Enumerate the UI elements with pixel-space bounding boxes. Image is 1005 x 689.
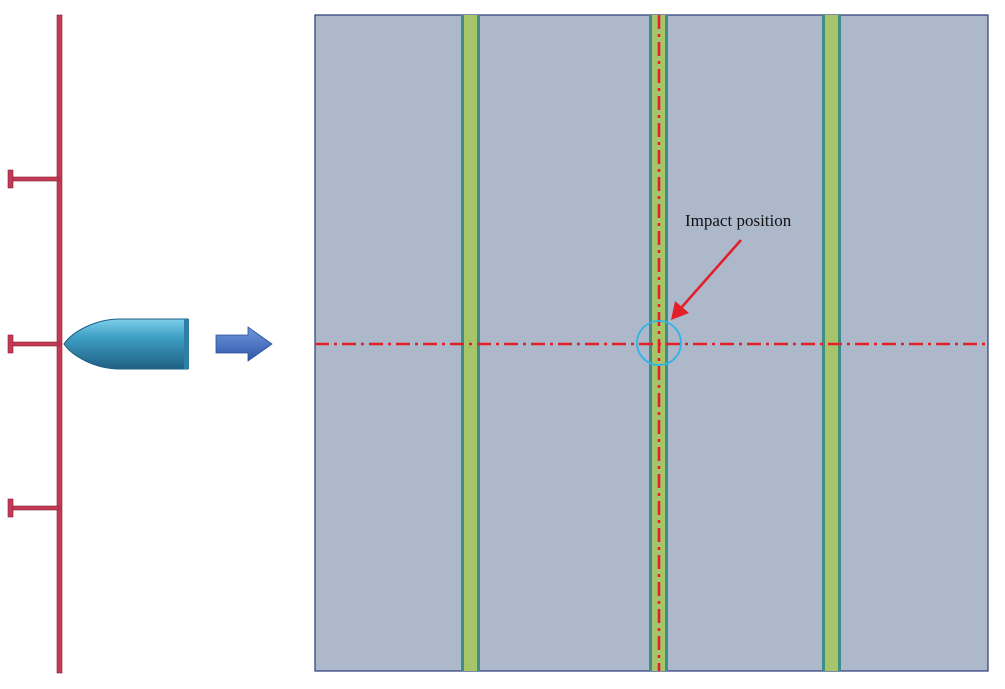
impact-pointer-arrow	[671, 239, 742, 320]
right-block-arrow-icon	[215, 326, 273, 362]
plate-front-view: Impact position	[314, 14, 990, 672]
plate-cross-section	[7, 14, 63, 674]
stiffener-section-bottom	[7, 498, 60, 518]
stiffener-section-top	[7, 169, 60, 189]
impact-position-label: Impact position	[685, 211, 792, 230]
projectile-icon	[63, 318, 189, 370]
impact-circle	[636, 320, 682, 366]
stiffener-section-middle	[7, 334, 60, 354]
